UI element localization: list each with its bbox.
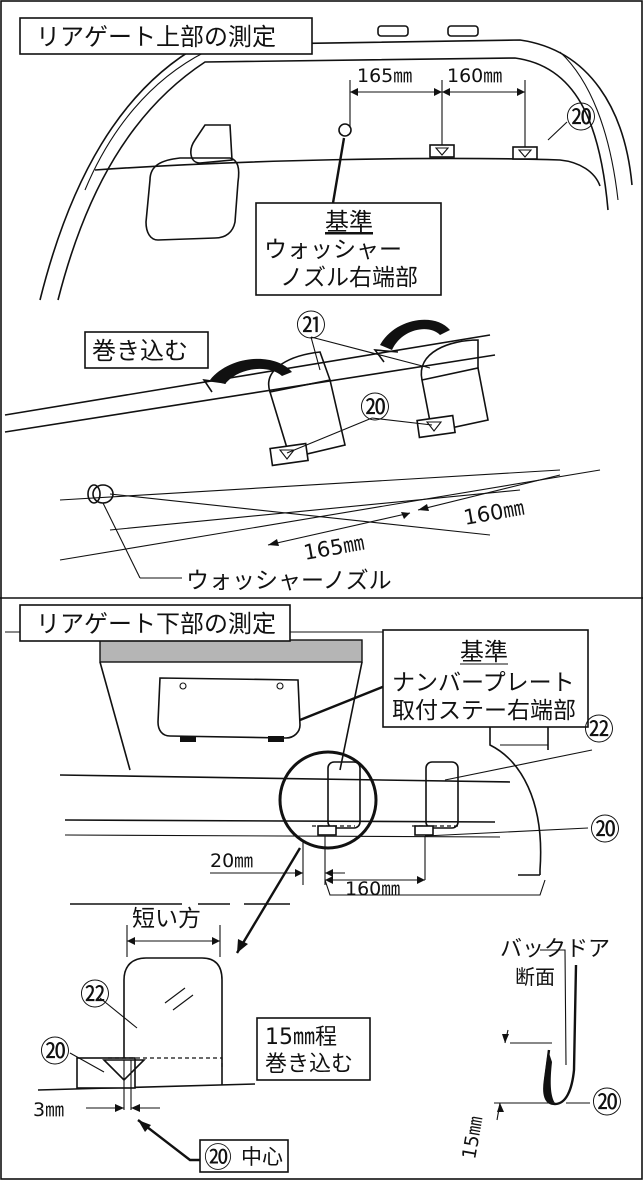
wrap-note-line2: 巻き込む [265, 1052, 353, 1077]
wrap-dim-165: 165㎜ [302, 531, 366, 565]
lower-gate-illustration [5, 631, 593, 954]
washer-nozzle [338, 123, 352, 137]
lower-callout-20: ⑳ [590, 813, 620, 848]
plate-reference-box [382, 629, 589, 728]
cross-section-illustration [494, 949, 590, 1121]
upper-ref-heading: 基準 [325, 208, 373, 236]
wrap-note-box [256, 1017, 371, 1081]
upper-ref-line2: ノズル右端部 [280, 265, 418, 291]
upper-title-box [19, 17, 313, 55]
upper-gate-illustration [39, 25, 633, 301]
lower-title: リアゲート下部の測定 [36, 610, 276, 638]
section-dim-15: 15㎜ [458, 1115, 487, 1161]
upper-title: リアゲート上部の測定 [36, 23, 276, 51]
section-title-2: 断面 [515, 965, 555, 989]
wrap-callout-20: ⑳ [360, 391, 390, 426]
nozzle-label: ウォッシャーノズル [186, 568, 392, 594]
center-callout-20: ⑳ [204, 1141, 232, 1174]
lower-ref-heading: 基準 [460, 638, 508, 666]
wrap-callout-21: ㉑ [296, 309, 326, 344]
wrap-note-line1: 15㎜程 [265, 1025, 337, 1050]
lower-callout-22: ㉒ [584, 713, 614, 748]
upper-dim-165: 165㎜ [357, 65, 412, 87]
upper-dim-160: 160㎜ [447, 65, 502, 87]
center-label: 中心 [241, 1145, 283, 1169]
wrap-dim-160: 160㎜ [462, 496, 526, 530]
lower-ref-line1: ナンバープレート [392, 670, 575, 696]
lower-dim-160: 160㎜ [345, 878, 400, 900]
wrap-label-box [84, 331, 209, 369]
detail-illustration [37, 903, 290, 1162]
detail-callout-22: ㉒ [80, 978, 110, 1013]
section-callout-20: ⑳ [592, 1086, 622, 1121]
washer-reference-box [255, 202, 442, 296]
wrap-label: 巻き込む [92, 337, 188, 365]
center-callout-box [199, 1139, 289, 1173]
upper-ref-line1: ウォッシャー [264, 237, 402, 263]
section-title-1: バックドア [500, 937, 610, 962]
lower-ref-line2: 取付ステー右端部 [392, 698, 576, 724]
upper-callout-20: ⑳ [566, 101, 596, 136]
detail-dim-3: 3㎜ [33, 1099, 64, 1121]
detail-callout-20: ⑳ [40, 1035, 70, 1070]
wrap-illustration [4, 319, 601, 579]
short-side-label: 短い方 [132, 906, 201, 932]
lower-dim-20: 20㎜ [210, 850, 253, 872]
lower-title-box [19, 604, 291, 642]
